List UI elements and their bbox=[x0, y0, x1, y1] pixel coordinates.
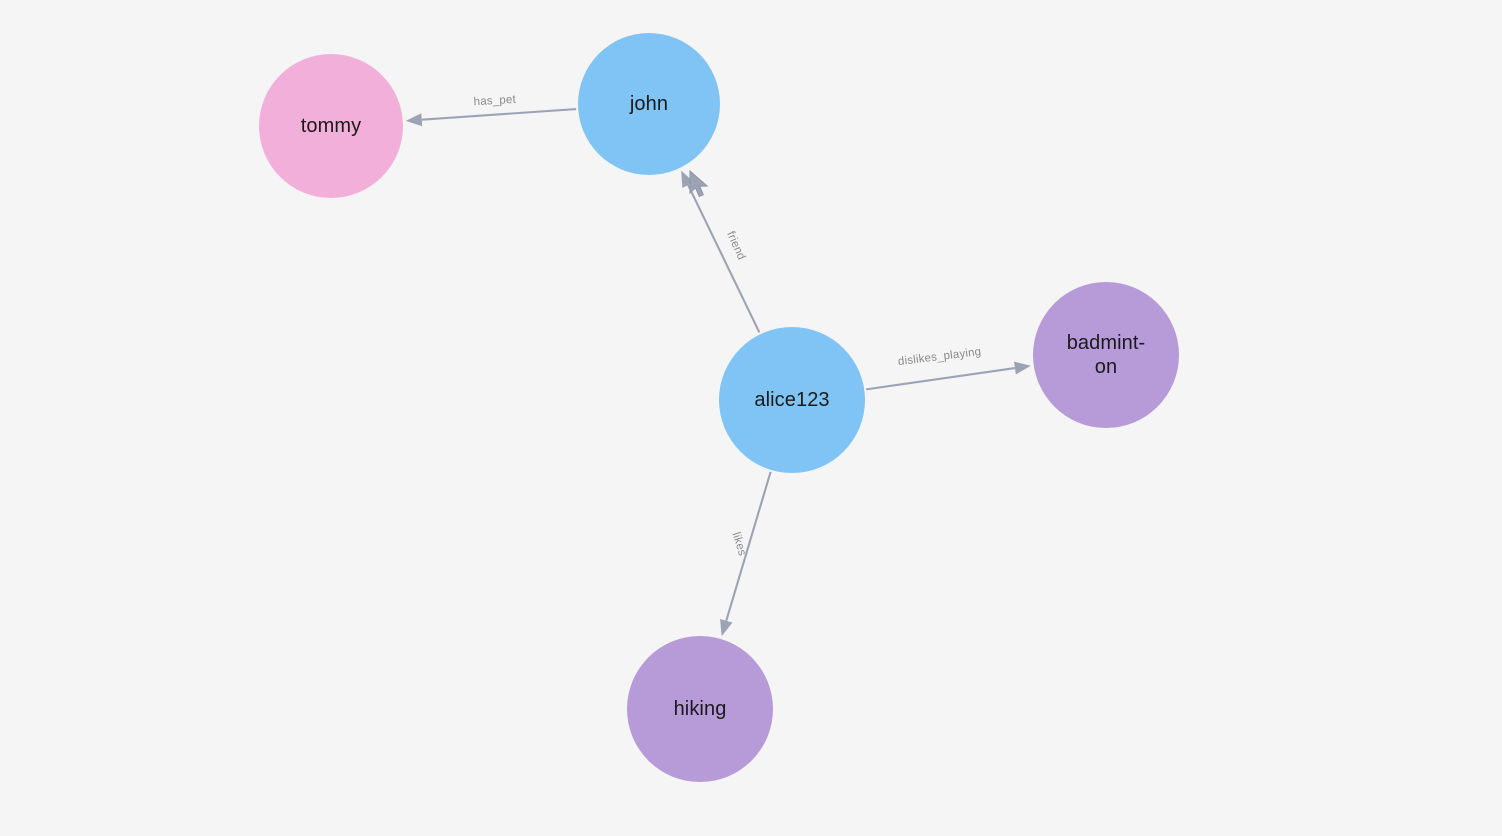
graph-node-hiking[interactable]: hiking bbox=[627, 636, 773, 782]
graph-edge-label-alice123-friend-john: friend bbox=[724, 230, 747, 262]
edges-group bbox=[405, 107, 1031, 637]
graph-node-john[interactable]: john bbox=[578, 33, 720, 175]
graph-edge-arrowhead-alice123-likes-hiking bbox=[720, 618, 733, 637]
graph-node-label-tommy: tommy bbox=[300, 115, 362, 137]
graph-edge-arrowhead-john-has_pet-tommy bbox=[405, 113, 423, 127]
graph-node-label-badminton: badmint-on bbox=[1066, 332, 1146, 378]
graph-node-alice123[interactable]: alice123 bbox=[719, 327, 865, 473]
graph-edge-arrowhead-alice123-friend-john bbox=[681, 170, 694, 188]
graph-node-badminton[interactable]: badmint-on bbox=[1033, 282, 1179, 428]
graph-edge-alice123-dislikes_playing-badminton[interactable] bbox=[866, 367, 1016, 391]
graph-node-label-john: john bbox=[629, 93, 669, 115]
graph-edge-label-john-has_pet-tommy: has_pet bbox=[473, 94, 517, 109]
graph-node-tommy[interactable]: tommy bbox=[259, 54, 403, 198]
graph-edge-label-alice123-likes-hiking: likes bbox=[730, 531, 749, 558]
graph-edge-label-alice123-dislikes_playing-badminton: dislikes_playing bbox=[897, 346, 982, 368]
graph-edge-arrowhead-alice123-dislikes_playing-badminton bbox=[1014, 361, 1031, 375]
graph-edge-john-has_pet-tommy[interactable] bbox=[421, 107, 577, 121]
graph-edge-alice123-likes-hiking[interactable] bbox=[725, 471, 772, 622]
graph-edge-alice123-friend-john[interactable] bbox=[687, 184, 761, 333]
graph-node-label-alice123: alice123 bbox=[754, 389, 830, 411]
graph-node-label-hiking: hiking bbox=[673, 698, 727, 720]
